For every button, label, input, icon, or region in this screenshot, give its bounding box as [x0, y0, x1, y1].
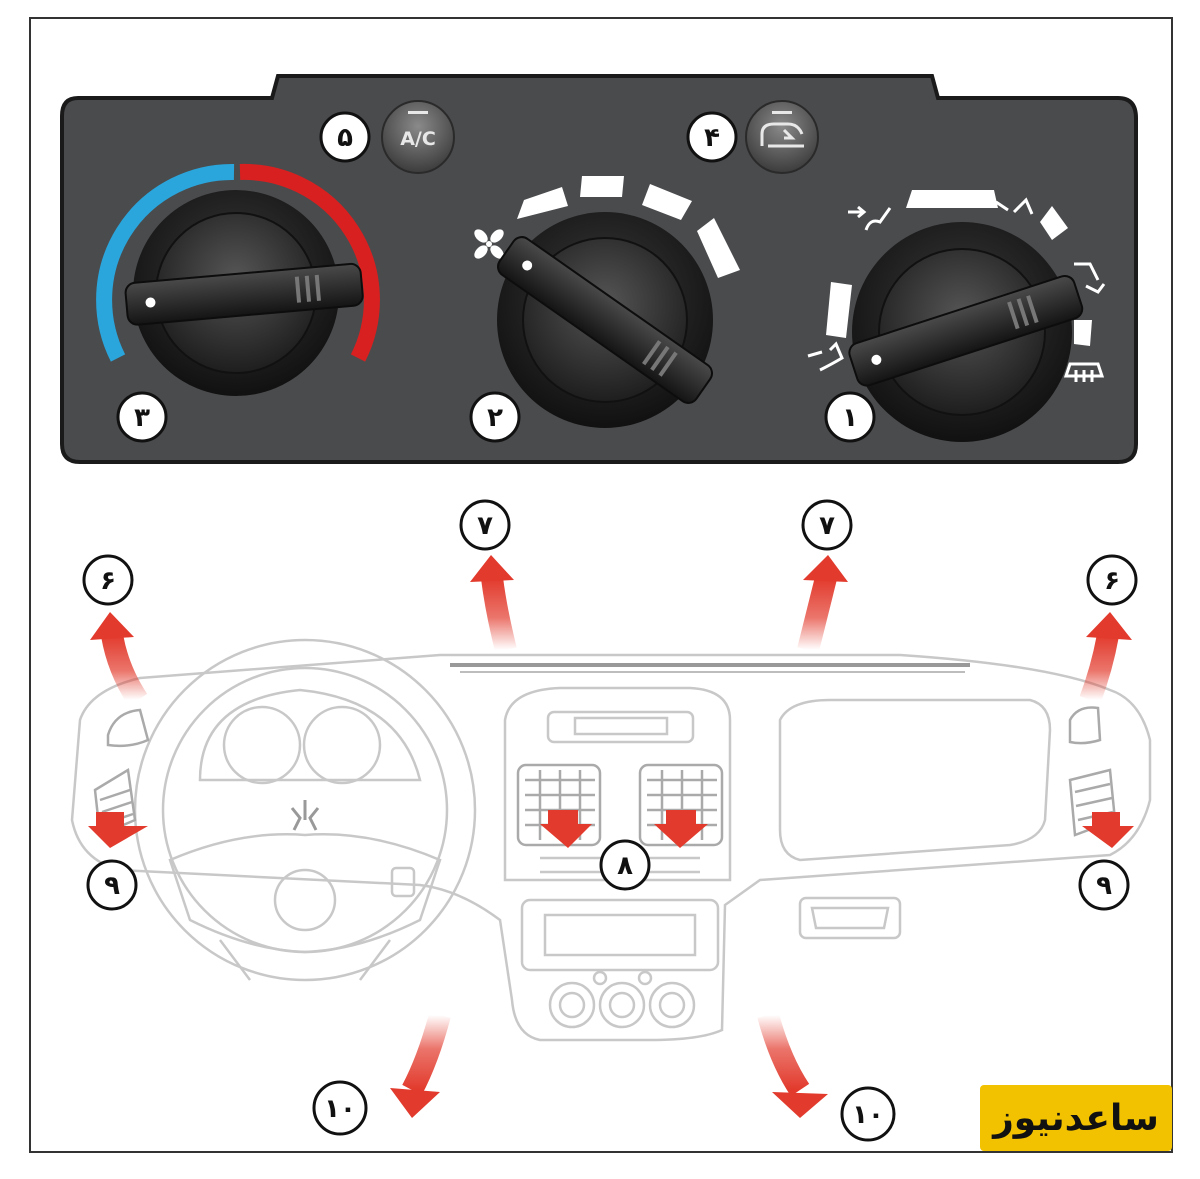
temperature-scale-cold	[96, 163, 235, 362]
instrument-cluster	[198, 688, 422, 782]
svg-text:۹: ۹	[1096, 871, 1112, 901]
temperature-scale-hot	[239, 163, 380, 362]
callout-10-right: ۱۰	[840, 1086, 896, 1142]
callout-6-left: ۶	[82, 554, 134, 606]
dashboard-outline	[70, 653, 1152, 1042]
callout-4: ۴	[686, 111, 738, 163]
callout-1: ۱	[824, 391, 876, 443]
temperature-knob-handle	[124, 262, 364, 326]
airflow-arrow-footwell-right	[757, 1012, 828, 1118]
svg-text:۶: ۶	[1104, 566, 1120, 596]
ac-button[interactable]: A/C	[381, 100, 455, 174]
callout-9-right: ۹	[1078, 859, 1130, 911]
airflow-arrows	[88, 555, 1134, 1118]
heater-control-panel: A/C	[60, 74, 1138, 464]
car-logo-icon	[290, 800, 320, 831]
callout-3: ۳	[116, 391, 168, 443]
airflow-arrow-footwell-left	[390, 1012, 451, 1118]
svg-text:۲: ۲	[487, 403, 503, 433]
dashboard-drawing	[70, 638, 1152, 1042]
svg-text:۳: ۳	[134, 403, 150, 433]
recirculation-button[interactable]	[745, 100, 819, 174]
airflow-feet-windshield-icon	[1074, 262, 1106, 294]
airflow-arrow-side-vent-right	[1082, 812, 1134, 848]
callout-7-left: ۷	[459, 499, 511, 551]
airflow-arrow-center-vent-right	[654, 810, 708, 848]
temperature-knob[interactable]	[96, 163, 380, 396]
airflow-arrow-side-vent-left	[88, 812, 148, 848]
airflow-arrow-windshield-left	[470, 555, 517, 653]
fan-speed-knob[interactable]	[472, 176, 740, 428]
svg-text:۹: ۹	[104, 871, 120, 901]
diagram-frame	[29, 17, 1173, 1153]
air-distribution-scale	[826, 190, 1092, 346]
airflow-arrow-center-vent-left	[540, 810, 592, 848]
callout-8: ۸	[599, 839, 651, 891]
callout-5: ۵	[319, 111, 371, 163]
svg-text:۱۰: ۱۰	[324, 1094, 356, 1124]
svg-text:۶: ۶	[100, 566, 116, 596]
airflow-arrow-side-window-left	[90, 612, 148, 707]
svg-text:۱۰: ۱۰	[852, 1100, 884, 1130]
airflow-face-icon	[848, 205, 892, 231]
callout-9-left: ۹	[86, 859, 138, 911]
callout-10-left: ۱۰	[312, 1080, 368, 1136]
callout-2: ۲	[469, 391, 521, 443]
svg-text:۱: ۱	[842, 403, 858, 433]
airflow-face-feet-icon	[995, 197, 1034, 215]
svg-text:۷: ۷	[819, 511, 835, 541]
airflow-feet-icon	[807, 341, 844, 372]
watermark-logo: ساعدنیوز	[980, 1085, 1172, 1151]
air-distribution-knob[interactable]	[807, 190, 1106, 442]
airflow-arrow-windshield-right	[797, 555, 848, 653]
svg-text:۴: ۴	[704, 123, 720, 153]
defrost-icon	[1063, 362, 1105, 382]
air-distribution-knob-handle	[848, 274, 1084, 387]
steering-wheel	[133, 638, 477, 982]
fan-speed-scale	[517, 176, 740, 278]
callout-7-right: ۷	[801, 499, 853, 551]
recirculation-icon	[760, 122, 804, 148]
svg-text:۷: ۷	[477, 511, 493, 541]
callout-6-right: ۶	[1086, 554, 1138, 606]
svg-text:۸: ۸	[617, 851, 633, 881]
watermark-text: ساعدنیوز	[993, 1097, 1159, 1139]
ac-button-label: A/C	[400, 128, 436, 150]
radio-unit	[520, 898, 720, 972]
glovebox	[778, 698, 1052, 862]
center-console	[503, 686, 732, 882]
fan-icon	[474, 229, 504, 259]
svg-text:۵: ۵	[337, 123, 353, 153]
center-display	[546, 710, 695, 744]
airflow-arrow-side-window-right	[1079, 612, 1132, 704]
